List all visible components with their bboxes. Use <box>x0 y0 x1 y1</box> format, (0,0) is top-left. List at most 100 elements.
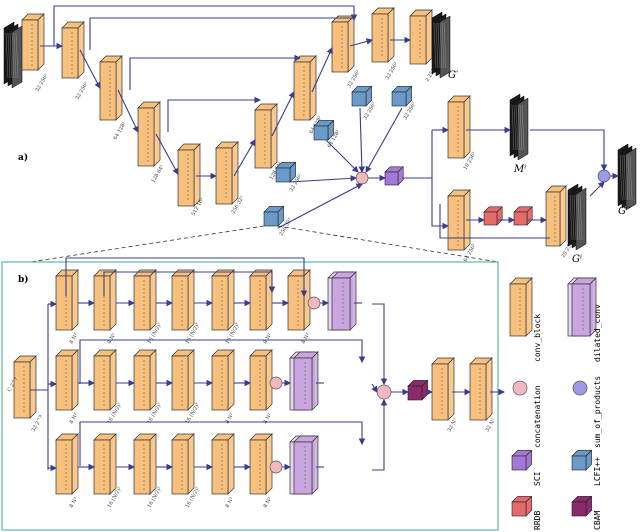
g-prime-stack-stripe <box>435 22 439 69</box>
dec-block-3-side <box>347 15 355 73</box>
panel-a-label: a) <box>18 152 28 163</box>
legend-cbam-label: CBAM <box>593 511 602 530</box>
flow-lcfi-4 <box>358 107 366 174</box>
input-image-stack-stripe <box>15 32 19 79</box>
flow-a8 <box>311 46 333 93</box>
b-row2-dilated-front-side <box>311 351 319 411</box>
g-dprime-stack-stripe <box>629 154 633 201</box>
g-prime-stack-stripe <box>439 22 443 69</box>
enc-block-1-side <box>37 13 45 71</box>
enc-block-3 <box>99 55 123 121</box>
b-row2-dim-5: 8 N² <box>225 412 236 425</box>
b-row3-block-1-side <box>71 433 79 495</box>
b-skip-r1-b <box>103 271 276 296</box>
gi-branch-block <box>545 185 567 247</box>
sum-node-a <box>597 169 611 183</box>
b-row3-dim-5: 8 N² <box>225 496 236 509</box>
b-row3-block-1-front <box>55 439 73 495</box>
mask-stack: Mⁱ <box>509 93 529 175</box>
lcfi-cube-1-front <box>263 211 279 227</box>
dec-block-5 <box>409 9 433 65</box>
legend-sum-of-products-label: sum_of_products <box>593 376 602 448</box>
b-row3-dilated <box>289 435 319 495</box>
legend-cbam-cube-front <box>571 501 587 517</box>
flow-gi-sum <box>589 181 605 197</box>
legend-conv-block <box>509 277 533 337</box>
b-row3-block-4-front <box>171 439 189 495</box>
panel-b-label: b) <box>18 274 29 285</box>
input-image-stack <box>3 21 23 89</box>
gi-stack-stripe <box>575 194 579 241</box>
g-prime-stack-stripe <box>443 22 447 69</box>
b-row1-dim-7: 8 N² <box>301 332 312 345</box>
g-prime-stack-stripe <box>441 22 445 69</box>
b-row1-block-6-side <box>265 269 273 331</box>
dec-block-2 <box>293 55 317 121</box>
b-skip-r2 <box>79 339 366 384</box>
zoom-line-left <box>29 225 265 263</box>
flow-a3 <box>117 89 139 133</box>
b-row1-block-2 <box>93 269 117 331</box>
enc-block-2 <box>61 21 85 79</box>
flow-a7 <box>271 91 295 137</box>
b-row2-block-2-front <box>93 355 111 411</box>
legend-dilated-conv-label: dilated_conv <box>593 304 602 362</box>
b-in-block-front <box>13 361 31 419</box>
b-row2-block-2 <box>93 349 117 411</box>
flow-lcfi-2 <box>289 175 358 183</box>
lcfi-cube-4 <box>351 85 373 107</box>
flow-a6 <box>233 139 256 177</box>
b-row1-block-1 <box>55 269 79 331</box>
gi-stack-label: Gⁱ <box>572 254 582 265</box>
legend-rrdb-cube-front <box>511 501 527 517</box>
b-row3-block-3 <box>133 433 157 495</box>
skip-a2 <box>89 17 354 50</box>
skip-a4 <box>167 96 262 132</box>
b-merge-r3 <box>372 398 388 471</box>
b-out-block-1-front <box>431 363 449 421</box>
enc-block-5-front <box>177 149 195 207</box>
b-row1-dilated-front-front <box>331 277 351 331</box>
b-row1-dilated <box>327 271 357 331</box>
dec-block-4-side <box>387 7 395 63</box>
lcfi-cube-2 <box>275 161 297 183</box>
b-row1-block-6-front <box>249 275 267 331</box>
b-out-block-2 <box>469 357 493 421</box>
b-row1-block-5-front <box>211 275 229 331</box>
b-merge-r2 <box>371 383 378 393</box>
legend-sci-label: SCI <box>533 471 542 486</box>
legend-concatenation-label: concatenation <box>533 385 542 448</box>
enc-block-2-front <box>61 27 79 79</box>
legend-rrdb-cube <box>511 495 533 517</box>
enc-block-5-side <box>193 143 201 207</box>
flow-a2 <box>79 49 101 89</box>
lcfi-cube-1 <box>263 205 285 227</box>
input-image-stack-stripe <box>11 32 15 79</box>
gi-stack: Gⁱ <box>567 183 587 265</box>
legend-concat-node <box>512 380 528 396</box>
g-prime-stack-stripe <box>433 22 437 69</box>
lcfi-cube-5-front <box>391 91 407 107</box>
b-row2-block-1-front <box>55 355 73 411</box>
mask-branch-block-front <box>447 101 465 159</box>
gi-branch-block-side <box>559 185 567 247</box>
dec-dim-3: 32 256² <box>347 69 362 89</box>
legend-sum-node <box>572 380 588 396</box>
b-row1-dilated-front <box>331 271 357 331</box>
rrdb-branch-block-front <box>447 195 465 251</box>
b-row3-block-4-side <box>187 433 195 495</box>
b-row2-block-3 <box>133 349 157 411</box>
enc-block-1 <box>21 13 45 71</box>
b-out-block-1 <box>431 357 455 421</box>
b-merge-r1 <box>372 303 388 386</box>
mask-stack-stripe <box>521 104 525 151</box>
mask-stack-label: Mⁱ <box>513 164 526 175</box>
b-row1-dim-2: 8 N² <box>107 332 118 345</box>
legend-dilated-front <box>571 277 597 337</box>
mask-stack-stripe <box>517 104 521 151</box>
sci-cube-a <box>384 166 404 186</box>
enc-block-4-front <box>137 107 155 167</box>
